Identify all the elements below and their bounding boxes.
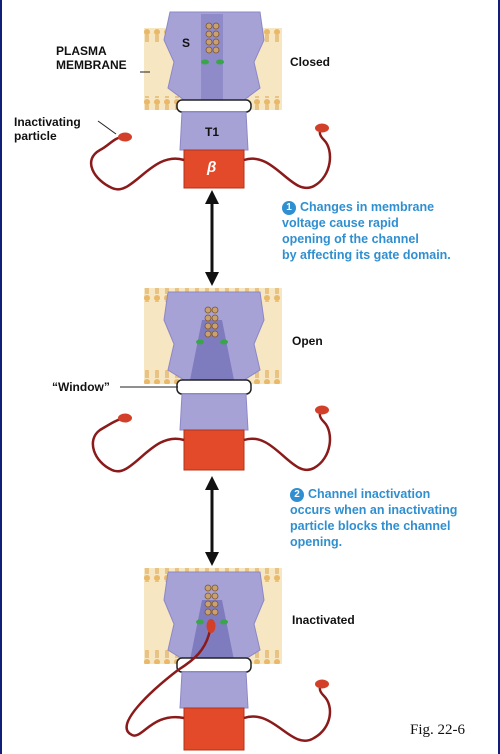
voltage-sensor-helix: [204, 306, 219, 338]
inactivating-particle-line2: particle: [14, 129, 57, 143]
t1-domain: [179, 671, 249, 709]
closed-state-channel: [89, 11, 332, 191]
gate-domain: [220, 619, 228, 625]
inactivating-particle: [118, 413, 132, 423]
inactivating-chain-right: [243, 683, 332, 742]
beta-subunit-label: β: [207, 159, 217, 176]
step-2-number: 2: [290, 488, 304, 502]
gate-domain: [196, 619, 204, 625]
inactivated-state-channel: [125, 568, 332, 751]
inactivating-particle: [315, 123, 329, 133]
step-1-line4: by affecting its gate domain.: [282, 248, 451, 262]
step-2-line3: particle blocks the channel: [290, 519, 451, 533]
step-1-line2: voltage cause rapid: [282, 216, 399, 230]
step-1-number: 1: [282, 201, 296, 215]
gate-domain: [201, 59, 209, 65]
inactivating-chain-right: [243, 127, 332, 190]
beta-subunit: [183, 429, 245, 471]
figure-label: Fig. 22-6: [410, 722, 466, 738]
step-1-line1: Changes in membrane: [300, 200, 435, 214]
inactivating-particle-label: Inactivating particle: [14, 115, 81, 143]
window-ring: [176, 657, 252, 673]
inactivating-chain-left: [91, 416, 185, 473]
voltage-sensor-helix: [204, 584, 219, 616]
transition-arrow-1: [205, 190, 219, 286]
gate-domain: [196, 339, 204, 345]
plasma-membrane-label: PLASMA MEMBRANE: [56, 44, 127, 72]
inactivated-state-label: Inactivated: [292, 613, 355, 627]
inactivating-particle-blocking: [206, 619, 216, 633]
open-state-channel: [91, 288, 332, 473]
open-state-label: Open: [292, 334, 323, 348]
inactivating-chain-left: [89, 135, 185, 191]
inactivating-particle: [315, 405, 329, 415]
inactivating-chain-right: [243, 409, 332, 472]
closed-state-label: Closed: [290, 55, 331, 69]
segment-s-label: S: [182, 36, 191, 50]
step-2-caption: 2 Channel inactivation occurs when an ina…: [290, 486, 457, 550]
window-ring: [176, 379, 252, 395]
t1-domain-label: T1: [205, 125, 220, 139]
inactivating-chain-left: [125, 629, 212, 737]
voltage-sensor-helix: [205, 22, 220, 54]
gate-domain: [220, 339, 228, 345]
inactivating-particle: [118, 132, 132, 142]
plasma-membrane-line2: MEMBRANE: [56, 58, 127, 72]
transition-arrow-2: [205, 476, 219, 566]
step-2-line4: opening.: [290, 535, 343, 549]
step-2-line1: Channel inactivation: [308, 487, 431, 501]
beta-subunit: [183, 149, 245, 189]
step-1-line3: opening of the channel: [282, 232, 419, 246]
inactivating-particle: [315, 679, 329, 689]
plasma-membrane-line1: PLASMA: [56, 44, 107, 58]
gate-domain: [216, 59, 224, 65]
beta-subunit: [183, 707, 245, 751]
step-1-caption: 1 Changes in membrane voltage cause rapid…: [282, 199, 451, 263]
t1-domain: [179, 111, 249, 151]
step-2-line2: occurs when an inactivating: [290, 503, 458, 517]
window-ring: [176, 99, 252, 113]
inactivating-particle-line1: Inactivating: [14, 115, 81, 129]
window-label: “Window”: [52, 380, 110, 394]
t1-domain: [179, 393, 249, 431]
